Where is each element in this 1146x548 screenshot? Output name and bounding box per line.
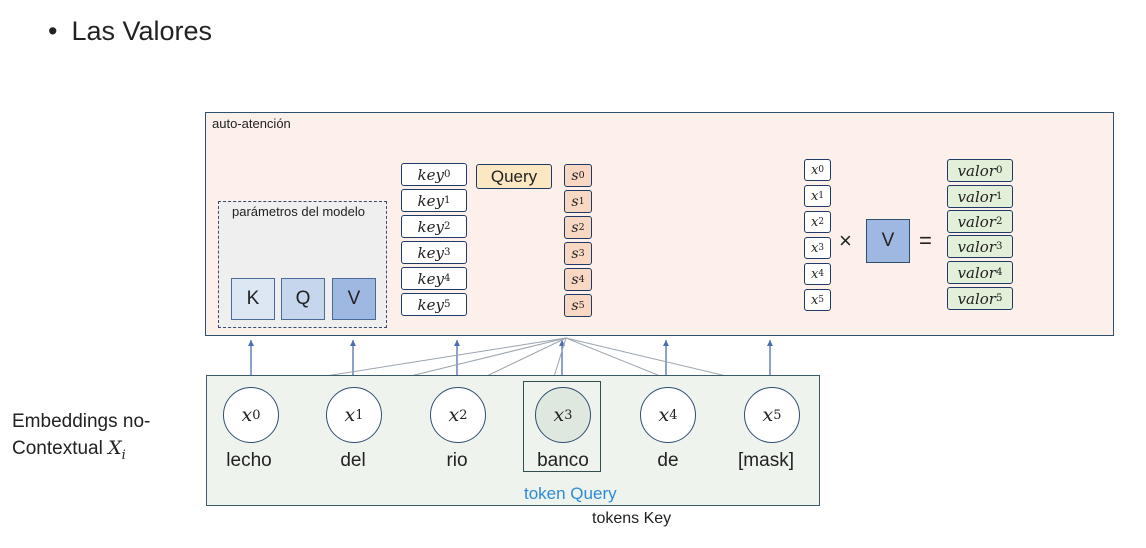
embeddings-box — [206, 375, 820, 506]
embeddings-side-label: Embeddings no- Contextual Xi — [12, 409, 150, 469]
token-word: del — [340, 450, 366, 471]
side-label-line2: Contextual Xi — [12, 437, 126, 463]
token-word: [mask] — [738, 450, 794, 471]
times-operator: × — [839, 228, 852, 253]
matrix-k: K — [231, 278, 275, 320]
equals-operator: = — [919, 228, 932, 253]
token-word: rio — [446, 450, 468, 471]
query-box: Query — [476, 164, 552, 189]
matrix-q: Q — [281, 278, 325, 320]
tokens-key-label: tokens Key — [592, 510, 672, 527]
slide-title-text: Las Valores — [71, 16, 213, 46]
panel-title: auto-atención — [212, 116, 291, 131]
query-token-highlight — [523, 381, 601, 472]
token-word: banco — [537, 450, 589, 471]
token-word: de — [657, 450, 679, 471]
side-label-line1: Embeddings no- — [12, 411, 151, 432]
token-query-label: token Query — [524, 484, 617, 503]
v-matrix: V — [866, 219, 910, 263]
matrix-v: V — [332, 278, 376, 320]
model-parameters-title: parámetros del modelo — [232, 204, 365, 219]
slide-title: • Las Valores — [48, 16, 212, 47]
bullet-dot: • — [48, 16, 58, 46]
token-word: lecho — [226, 450, 272, 471]
